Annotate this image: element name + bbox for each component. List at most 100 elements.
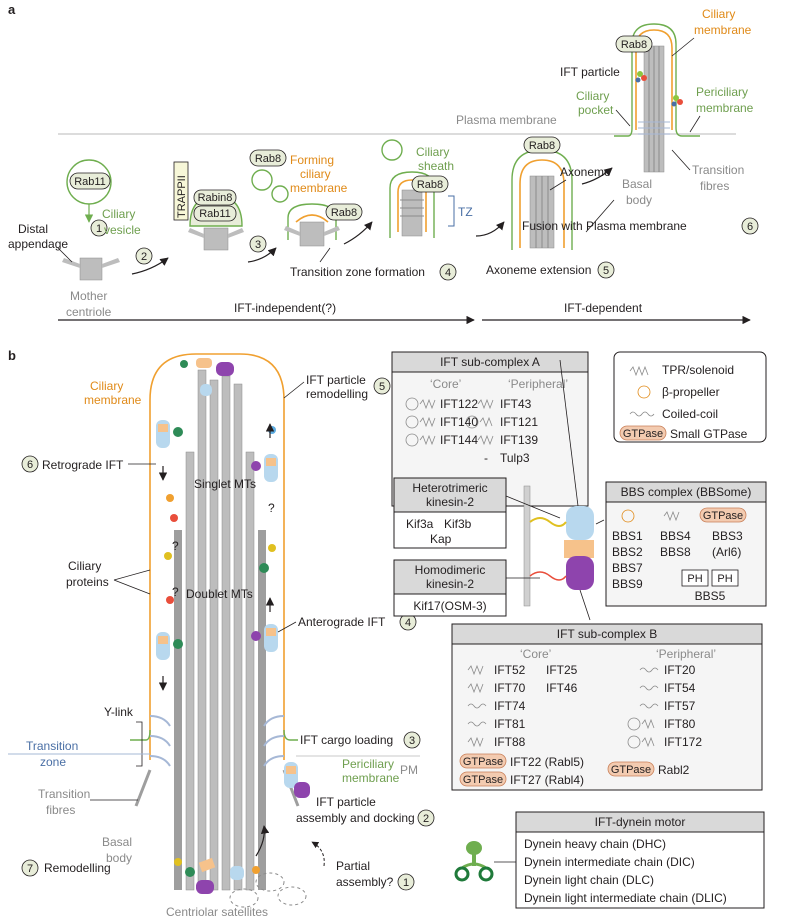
centriole-stage2 xyxy=(188,227,244,251)
hetero-m1: Kif3b xyxy=(444,517,472,531)
mature-membrane-2: membrane xyxy=(694,23,752,37)
bbs-c3-1: (Arl6) xyxy=(712,545,741,559)
transition-fibres-b2: fibres xyxy=(46,803,75,817)
hetero-title-1: Heterotrimeric xyxy=(412,481,487,495)
ift-tip-particles xyxy=(180,358,234,396)
forming-3: membrane xyxy=(290,181,348,195)
ift-b-c1-4: IFT88 xyxy=(494,735,526,749)
ciliary-vesicle-1: Ciliary xyxy=(102,207,135,221)
axoneme-stage5 xyxy=(529,175,555,249)
ift-assembly-base xyxy=(284,762,310,798)
ift-train-schematic xyxy=(523,485,594,607)
ift-a-core-head: ‘Core’ xyxy=(430,377,461,391)
transition-fibres-a1: Transition xyxy=(692,163,744,177)
pm-label: PM xyxy=(400,763,418,777)
b-step-2: 2 xyxy=(423,813,429,825)
ift-train-left-1 xyxy=(156,420,183,448)
ift-independent: IFT-independent(?) xyxy=(234,301,336,315)
rab11b-label: Rab11 xyxy=(199,208,231,220)
assembly-2: assembly and docking xyxy=(296,811,415,825)
axoneme-label: Axoneme xyxy=(560,165,611,179)
ciliary-sheath-2: sheath xyxy=(418,159,454,173)
transition-zone-1: Transition xyxy=(26,739,78,753)
rab8-label-2: Rab8 xyxy=(331,207,357,219)
bbs-c1-0: BBS1 xyxy=(612,529,643,543)
homo-title-1: Homodimeric xyxy=(415,563,486,577)
rab11-label: Rab11 xyxy=(74,176,106,188)
axoneme-extension: Axoneme extension xyxy=(486,263,591,277)
step-3: 3 xyxy=(255,239,261,251)
mother-centriole-shape xyxy=(62,257,120,281)
domain-legend xyxy=(613,351,767,443)
b-step-1: 1 xyxy=(403,877,409,889)
ift-a-core-icons xyxy=(405,397,494,447)
panel-b-label: b xyxy=(8,348,16,363)
ift-cargo-loading: IFT cargo loading xyxy=(300,733,393,747)
trappii-label: TRAPPII xyxy=(176,175,188,218)
ift-a-peri-1: IFT121 xyxy=(500,415,538,429)
question-3: ? xyxy=(268,501,275,515)
bbs-ph-2: PH xyxy=(717,573,732,585)
doublet-mts: Doublet MTs xyxy=(186,587,253,601)
legend-coiled: Coiled-coil xyxy=(662,407,718,421)
ift-b-gtpase-3: GTPase xyxy=(611,764,651,776)
homo-kinesin-header xyxy=(393,559,507,595)
bbs-gtpase: GTPase xyxy=(703,510,743,522)
y-links xyxy=(149,715,285,767)
step-1-badge xyxy=(90,219,108,237)
periciliary-1: Periciliary xyxy=(696,85,748,99)
mature-membrane-green xyxy=(614,23,700,137)
mother-centriole-2: centriole xyxy=(66,305,112,319)
b-periciliary-1: Periciliary xyxy=(342,757,394,771)
bbs-c3-0: BBS3 xyxy=(712,529,743,543)
bbs-c1-1: BBS2 xyxy=(612,545,643,559)
ift-a-peri-3: Tulp3 xyxy=(500,451,530,465)
forming-1: Forming xyxy=(290,153,334,167)
ift-dependent: IFT-dependent xyxy=(564,301,643,315)
ift-b-gtpase-2: GTPase xyxy=(463,774,503,786)
bbs-c1-3: BBS9 xyxy=(612,577,643,591)
ift-b-p-1: IFT54 xyxy=(664,681,696,695)
periciliary-2: membrane xyxy=(696,101,754,115)
bbs-ph-1: PH xyxy=(687,573,702,585)
ift-a-peri-2: IFT139 xyxy=(500,433,538,447)
y-link-label: Y-link xyxy=(104,705,134,719)
distal-appendage-2: appendage xyxy=(8,237,68,251)
basal-body-a2: body xyxy=(626,193,652,207)
partial-1: Partial xyxy=(336,859,370,873)
bbs-c2-1: BBS8 xyxy=(660,545,691,559)
ift-particle-icon-a2 xyxy=(671,95,683,107)
b-ciliary-membrane-1: Ciliary xyxy=(90,379,123,393)
cilium-membrane-b xyxy=(149,353,285,760)
centriolar-satellites-shape xyxy=(229,872,307,908)
homo-members: Kif17(OSM-3) xyxy=(413,599,486,613)
ciliary-pocket-2: pocket xyxy=(578,103,614,117)
legend-tpr: TPR/solenoid xyxy=(662,363,734,377)
bbs-c1-2: BBS7 xyxy=(612,561,643,575)
tz-label: TZ xyxy=(458,205,473,219)
ciliary-proteins-2: proteins xyxy=(66,575,109,589)
remodelling-label: Remodelling xyxy=(44,861,111,875)
ift-particle-label: IFT particle xyxy=(560,65,620,79)
remodel-2: remodelling xyxy=(306,387,368,401)
rab8-label-1: Rab8 xyxy=(255,153,281,165)
ift-b-core-head: ‘Core’ xyxy=(520,647,551,661)
ciliary-vesicle-2: vesicle xyxy=(104,223,141,237)
transition-zone-2: zone xyxy=(40,755,66,769)
bbs-c2-0: BBS4 xyxy=(660,529,691,543)
singlet-mts: Singlet MTs xyxy=(194,477,256,491)
ift-b-peri-head: ‘Peripheral’ xyxy=(656,647,716,661)
b-periciliary-2: membrane xyxy=(342,771,400,785)
homo-title-2: kinesin-2 xyxy=(426,577,474,591)
transition-fibres-b1: Transition xyxy=(38,787,90,801)
step-4: 4 xyxy=(445,267,451,279)
ciliary-proteins-1: Ciliary xyxy=(68,559,101,573)
ift-b-c1-1: IFT70 xyxy=(494,681,526,695)
assembly-1: IFT particle xyxy=(316,795,376,809)
rabin8-label: Rabin8 xyxy=(198,192,233,204)
axoneme-stage6 xyxy=(638,45,670,173)
ift-b-gtp2: IFT27 (Rabl4) xyxy=(510,773,584,787)
mature-membrane-1: Ciliary xyxy=(702,7,735,21)
ift-a-dash: - xyxy=(484,451,488,465)
